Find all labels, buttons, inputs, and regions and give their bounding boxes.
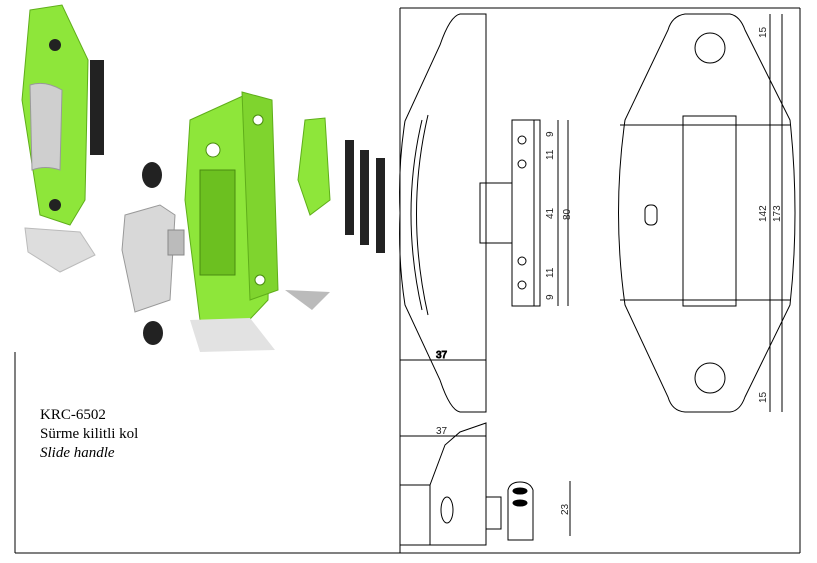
product-code: KRC-6502: [40, 407, 106, 423]
svg-text:173: 173: [772, 205, 783, 222]
back-view-dimensions: 15 15 142 173: [758, 26, 783, 403]
exploded-view-illustration: [21, 4, 385, 352]
product-name-en: Slide handle: [40, 445, 115, 461]
page-frame: [14, 7, 801, 554]
plate-dimensions: 9 11 41 11 9 80: [545, 131, 573, 300]
plate-view-drawing: [479, 119, 569, 307]
side-view-drawing: [399, 422, 571, 546]
svg-text:15: 15: [758, 26, 769, 38]
svg-text:15: 15: [758, 391, 769, 403]
svg-text:9: 9: [545, 131, 556, 137]
product-caption: KRC-6502 Sürme kilitli kol Slide handle: [40, 406, 138, 463]
svg-text:11: 11: [545, 267, 556, 278]
dim-side-width: 37: [436, 426, 448, 437]
dim-height: 23: [560, 503, 571, 515]
svg-text:9: 9: [545, 294, 556, 300]
svg-text:41: 41: [545, 207, 556, 219]
front-view-drawing: 37: [399, 13, 487, 413]
svg-text:142: 142: [758, 205, 769, 222]
product-name-tr: Sürme kilitli kol: [40, 426, 139, 442]
svg-text:11: 11: [545, 149, 556, 160]
dim-front-width: 37: [436, 350, 448, 361]
back-view-drawing: [618, 13, 796, 413]
svg-text:80: 80: [562, 208, 573, 220]
